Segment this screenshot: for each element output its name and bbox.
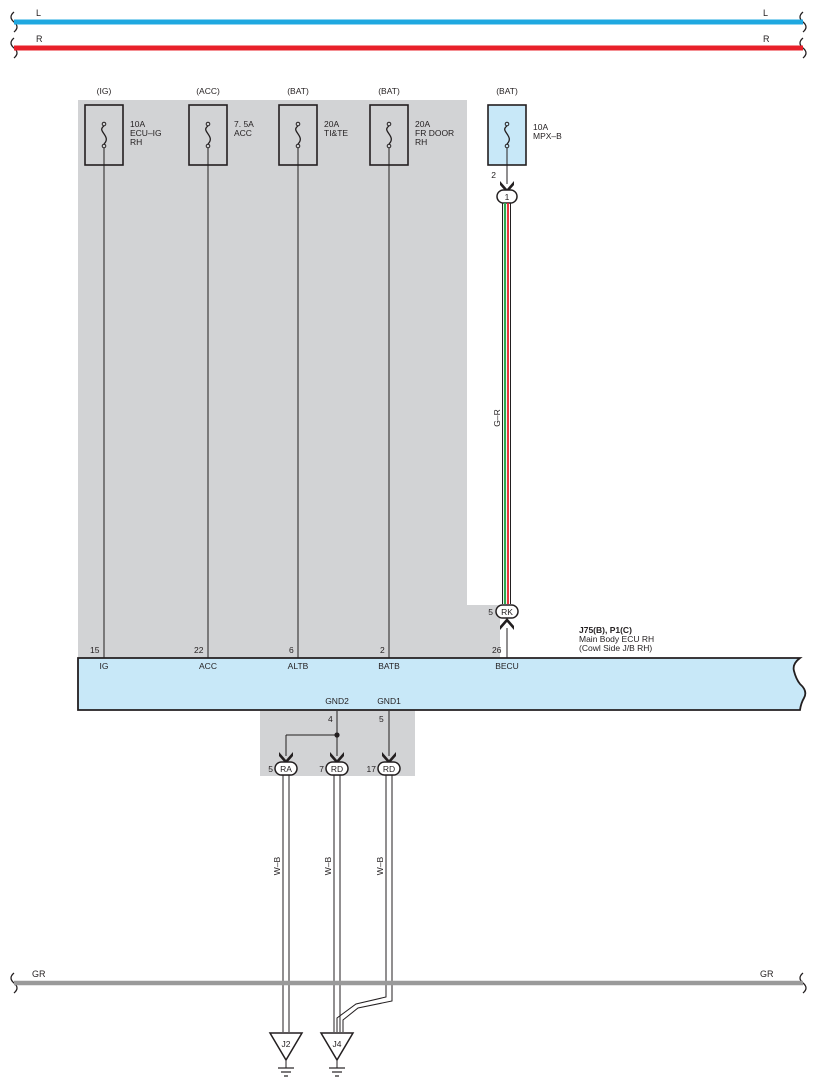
- fuse-source-label: (BAT): [287, 86, 309, 96]
- svg-text:20A: 20A: [324, 119, 339, 129]
- mpx-fuse-pin: 2: [491, 170, 496, 180]
- svg-text:MPX–B: MPX–B: [533, 131, 562, 141]
- svg-text:J2: J2: [282, 1039, 291, 1049]
- fuse-source-label: (ACC): [196, 86, 220, 96]
- ground-connector-ra: [274, 761, 298, 776]
- svg-text:7: 7: [319, 764, 324, 774]
- bus-r: R R: [10, 34, 807, 59]
- ecu-pin-becu: BECU: [495, 661, 519, 671]
- ecu-pin-batb: BATB: [378, 661, 400, 671]
- svg-text:5: 5: [379, 714, 384, 724]
- svg-text:RD: RD: [331, 764, 343, 774]
- ground-connector-rd-17: [377, 761, 401, 776]
- svg-text:RD: RD: [383, 764, 395, 774]
- svg-text:6: 6: [289, 645, 294, 655]
- w-b-wire-label: W–B: [375, 856, 385, 875]
- svg-text:5: 5: [268, 764, 273, 774]
- svg-text:22: 22: [194, 645, 204, 655]
- svg-text:17: 17: [367, 764, 377, 774]
- splice-point: [334, 732, 340, 738]
- wire-w-b-2: [333, 775, 341, 1032]
- g-r-wire-label: G–R: [492, 409, 502, 426]
- ecu-name: Main Body ECU RH: [579, 634, 654, 644]
- svg-text:4: 4: [328, 714, 333, 724]
- ground-icon: [329, 1060, 345, 1077]
- junction-block-shading: [78, 100, 500, 660]
- bus-r-right-label: R: [763, 34, 770, 44]
- fuse-icon: [295, 125, 301, 145]
- ecu-pin-altb: ALTB: [288, 661, 309, 671]
- bus-l-right-label: L: [763, 8, 768, 18]
- svg-text:ECU–IG: ECU–IG: [130, 128, 162, 138]
- wire-w-b-3: [336, 775, 393, 1032]
- bus-gr: GR GR: [10, 969, 807, 994]
- ecu-pin-acc: ACC: [199, 661, 217, 671]
- ecu-connector-title: J75(B), P1(C): [579, 625, 632, 635]
- junction-j4: J4: [319, 1032, 355, 1077]
- svg-text:J4: J4: [333, 1039, 342, 1049]
- svg-text:10A: 10A: [533, 122, 548, 132]
- w-b-wire-label: W–B: [323, 856, 333, 875]
- bus-l-left-label: L: [36, 8, 41, 18]
- bus-gr-left-label: GR: [32, 969, 46, 979]
- bus-l: L L: [10, 8, 807, 33]
- rk-pin: 5: [488, 607, 493, 617]
- ground-connector-rd-7: [325, 761, 349, 776]
- svg-text:TI&TE: TI&TE: [324, 128, 348, 138]
- connector-arrow-icon: [500, 618, 514, 630]
- ecu-location: (Cowl Side J/B RH): [579, 643, 652, 653]
- mpx-connector: [496, 189, 518, 204]
- fuse-source-label: (BAT): [378, 86, 400, 96]
- junction-j2: J2: [268, 1032, 304, 1077]
- svg-text:RH: RH: [130, 137, 142, 147]
- mpx-connector-label: 1: [505, 192, 510, 202]
- ecu-pin-gnd2: GND2: [325, 696, 349, 706]
- fuse-icon: [205, 125, 211, 145]
- svg-text:ACC: ACC: [234, 128, 252, 138]
- fuse-mpx-b: (BAT) 10A MPX–B: [487, 86, 562, 166]
- wire-w-b-1: [282, 775, 290, 1032]
- svg-text:2: 2: [380, 645, 385, 655]
- svg-text:26: 26: [492, 645, 502, 655]
- svg-text:15: 15: [90, 645, 100, 655]
- fuse-icon: [101, 125, 107, 145]
- svg-text:FR DOOR: FR DOOR: [415, 128, 454, 138]
- svg-text:RA: RA: [280, 764, 292, 774]
- bus-r-left-label: R: [36, 34, 43, 44]
- svg-text:20A: 20A: [415, 119, 430, 129]
- fuse-icon: [386, 125, 392, 145]
- w-b-wire-label: W–B: [272, 856, 282, 875]
- ground-icon: [278, 1060, 294, 1077]
- rk-connector-label: RK: [501, 607, 513, 617]
- svg-text:RH: RH: [415, 137, 427, 147]
- fuse-source-label: (BAT): [496, 86, 518, 96]
- ecu-pin-gnd1: GND1: [377, 696, 401, 706]
- fuse-icon: [504, 125, 510, 145]
- wire-g-r: [502, 203, 511, 604]
- main-body-ecu-box: [77, 657, 807, 711]
- svg-text:10A: 10A: [130, 119, 145, 129]
- ecu-pin-ig: IG: [100, 661, 109, 671]
- fuse-source-label: (IG): [97, 86, 112, 96]
- svg-text:7. 5A: 7. 5A: [234, 119, 254, 129]
- bus-gr-right-label: GR: [760, 969, 774, 979]
